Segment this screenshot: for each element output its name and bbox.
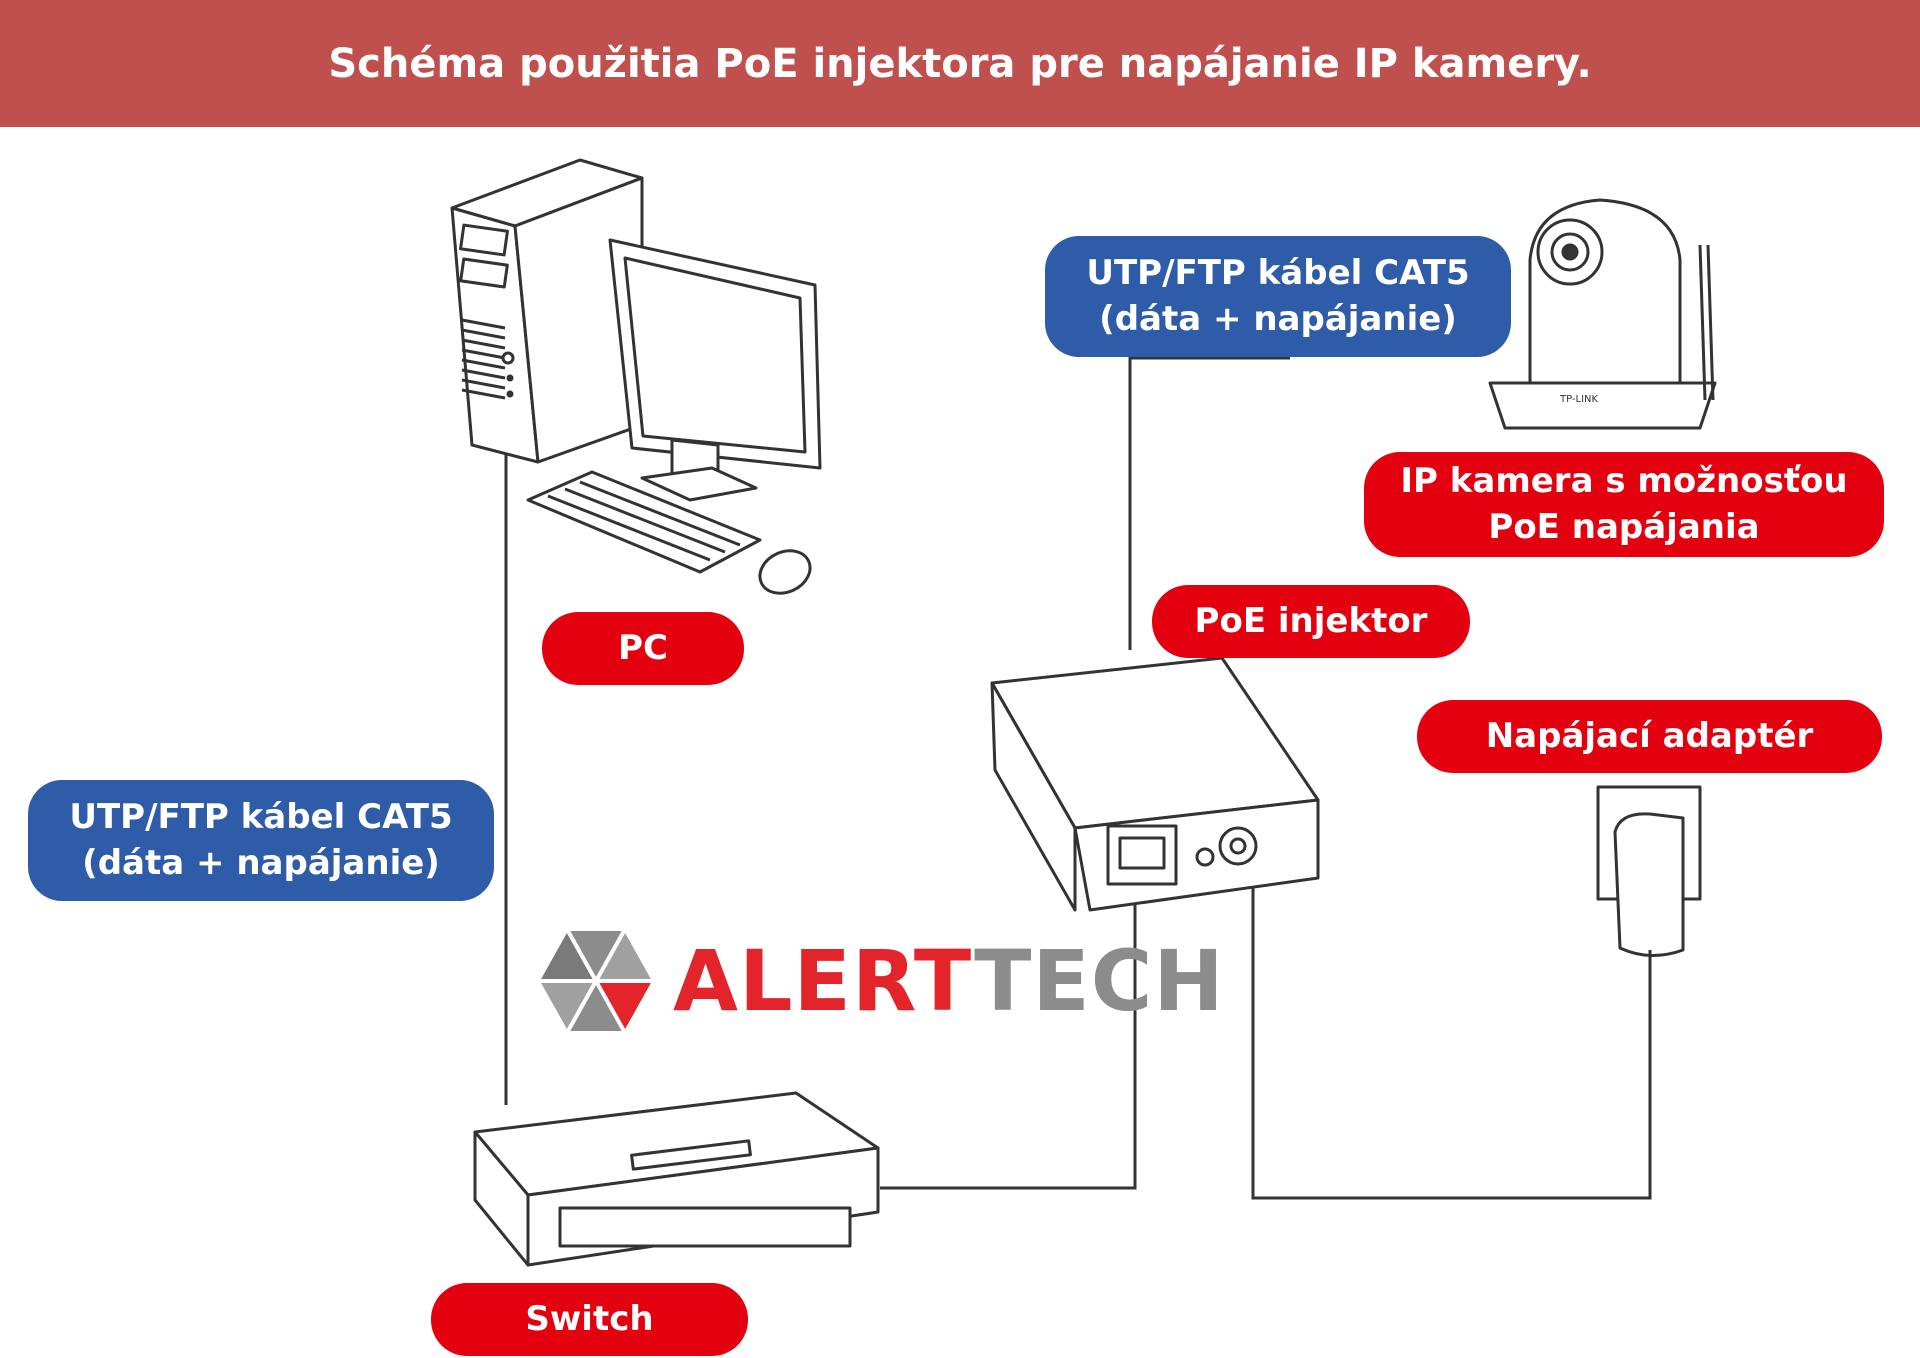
pc-keyboard: [526, 470, 762, 574]
power-adapter-device: [1596, 785, 1702, 978]
poe-injector-device: [990, 656, 1320, 912]
label-cable-pc-line2: (dáta + napájanie): [82, 842, 440, 883]
label-power-adapter-text: Napájací adaptér: [1485, 715, 1814, 756]
label-cable-pc: UTP/FTP kábel CAT5 (dáta + napájanie): [28, 780, 494, 901]
diagram-title-bar: Schéma použitia PoE injektora pre napája…: [0, 0, 1920, 127]
logo-text-alert: ALERT: [673, 932, 975, 1030]
label-power-adapter: Napájací adaptér: [1417, 700, 1882, 773]
pc-tower: [450, 158, 644, 464]
alertech-logo-mark: [540, 930, 652, 1032]
logo-text-tech: TECH: [974, 932, 1225, 1030]
label-cable-camera-line1: UTP/FTP kábel CAT5: [1086, 252, 1470, 293]
network-switch: [473, 1091, 880, 1267]
label-cable-camera-line2: (dáta + napájanie): [1099, 298, 1457, 339]
cable-injector-adapter: [1251, 880, 1652, 1200]
diagram-title: Schéma použitia PoE injektora pre napája…: [328, 40, 1592, 87]
label-poe-injector: PoE injektor: [1152, 585, 1470, 658]
alertech-logo-text: ALERTTECH: [673, 939, 1225, 1023]
label-pc: PC: [542, 612, 744, 685]
label-switch-text: Switch: [525, 1298, 654, 1339]
pc-monitor: [608, 238, 822, 502]
camera-brand: TP-LINK: [1559, 394, 1599, 405]
label-ip-camera: IP kamera s možnosťou PoE napájania: [1364, 452, 1884, 557]
label-ip-camera-line2: PoE napájania: [1488, 506, 1760, 547]
label-switch: Switch: [431, 1283, 748, 1356]
pc-mouse: [758, 549, 812, 595]
cable-injector-camera: [1128, 356, 1290, 650]
label-poe-injector-text: PoE injektor: [1194, 600, 1428, 641]
cable-switch-injector: [880, 880, 1137, 1190]
ip-camera-device: TP-LINK: [1488, 198, 1717, 430]
alertech-logo: ALERTTECH: [537, 920, 1225, 1042]
label-cable-pc-line1: UTP/FTP kábel CAT5: [69, 796, 453, 837]
label-ip-camera-line1: IP kamera s možnosťou: [1400, 460, 1848, 501]
label-cable-camera: UTP/FTP kábel CAT5 (dáta + napájanie): [1045, 236, 1511, 357]
label-pc-text: PC: [618, 627, 668, 668]
